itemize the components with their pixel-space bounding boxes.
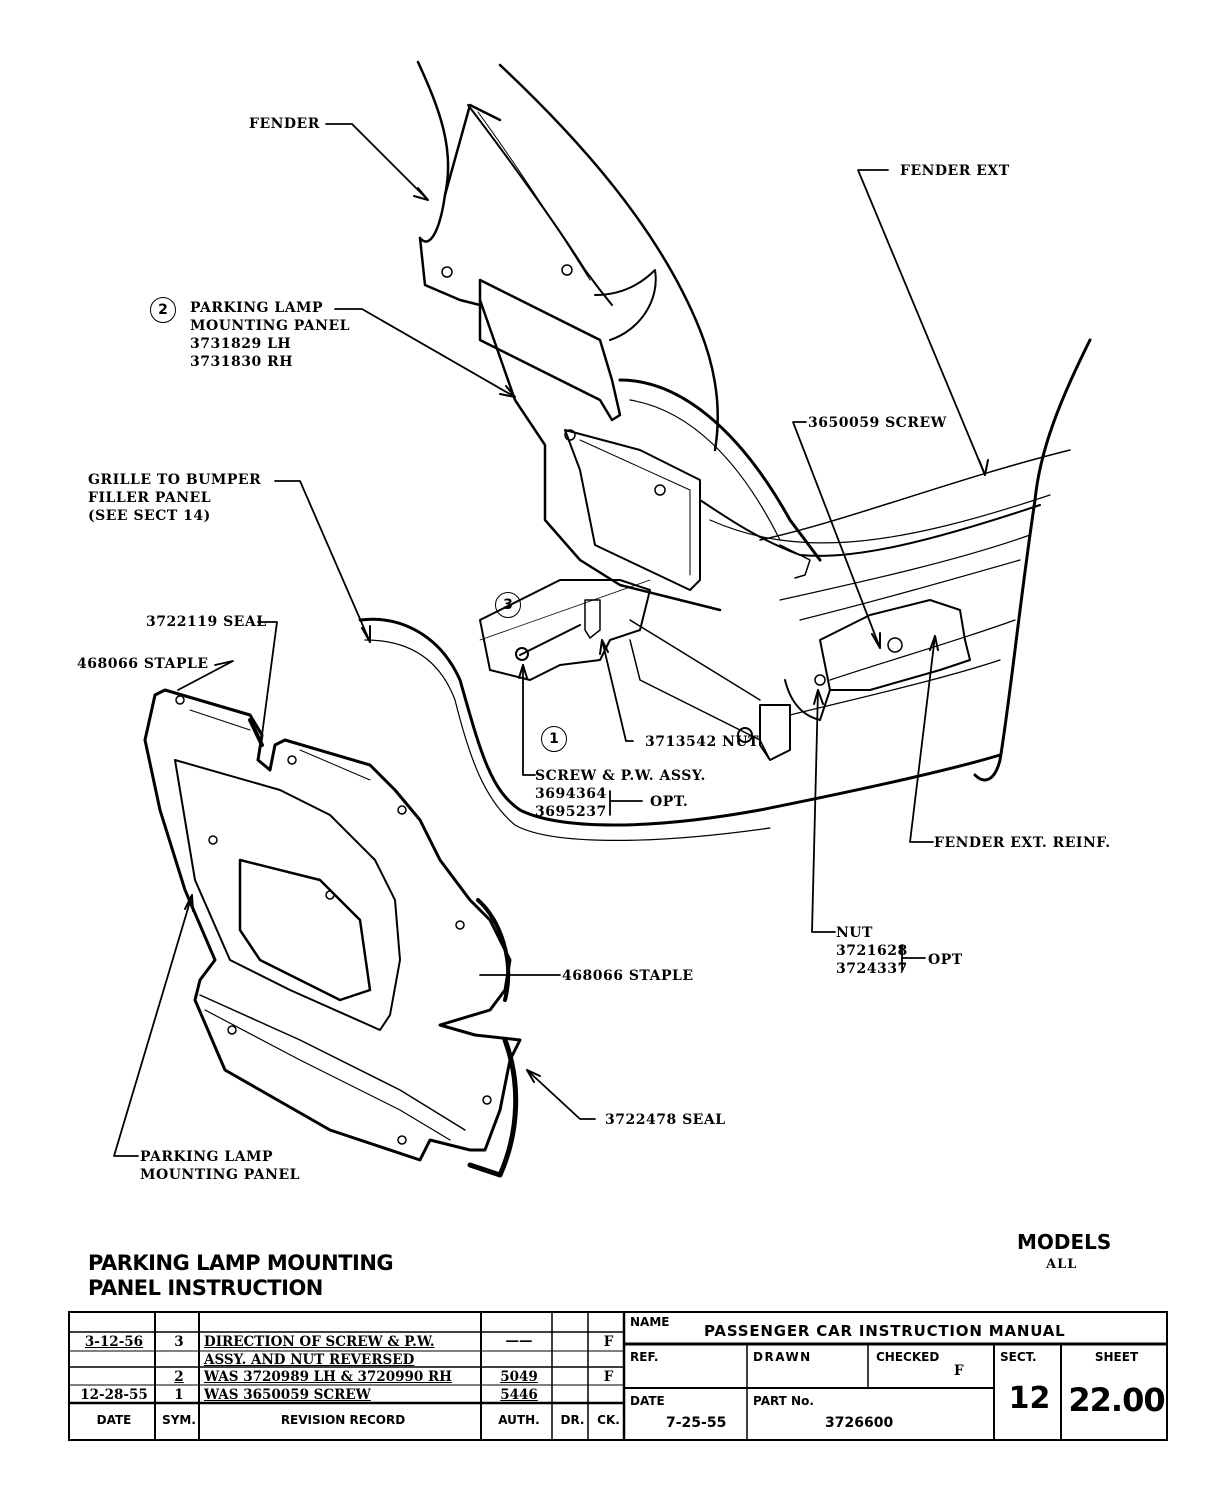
callout-line: PARKING LAMP [190, 300, 324, 316]
callout-line: NUT [836, 925, 873, 941]
part-number: 3695237 [535, 804, 607, 820]
callout-staple-lower: 468066 STAPLE [562, 968, 694, 984]
optional-note: OPT [928, 952, 963, 968]
revision-symbol: 2 [174, 1369, 184, 1385]
header-ck: CK. [597, 1413, 620, 1427]
header-sym: SYM. [162, 1413, 196, 1427]
header-revision-record: REVISION RECORD [280, 1413, 406, 1427]
revision-checked: F [603, 1369, 614, 1385]
models-value: ALL [1046, 1257, 1078, 1272]
callout-nut-3713542: 3713542 NUT [645, 734, 759, 750]
lower-mounting-panel [143, 688, 522, 1178]
revision-auth: —— [505, 1333, 533, 1349]
callout-fender-ext-reinf: FENDER EXT. REINF. [934, 835, 1111, 851]
callout-screw-3650059: 3650059 SCREW [808, 415, 947, 431]
revision-symbol: 1 [174, 1387, 184, 1403]
date-label: DATE [630, 1394, 665, 1408]
ref-number-2: 2 [150, 297, 176, 323]
revision-text: ASSY. AND NUT REVERSED [204, 1352, 415, 1368]
part-number-value: 3726600 [825, 1415, 894, 1431]
ref-number-1: 1 [541, 726, 567, 752]
callout-staple-upper: 468066 STAPLE [77, 656, 209, 672]
checked-value: F [954, 1363, 964, 1379]
date-value: 7-25-55 [666, 1415, 727, 1431]
fender-extension-part [759, 338, 1092, 782]
callout-seal-3722478: 3722478 SEAL [605, 1112, 726, 1128]
fender-part [416, 60, 720, 452]
callout-line: GRILLE TO BUMPER [88, 472, 262, 488]
sheet-label: SHEET [1094, 1350, 1139, 1364]
part-number: 3724337 [836, 961, 908, 977]
revision-auth: 5049 [500, 1369, 538, 1385]
callout-line: FILLER PANEL [88, 490, 212, 506]
revision-text: WAS 3650059 SCREW [204, 1387, 371, 1403]
callout-fender-ext: FENDER EXT [900, 163, 1010, 179]
name-label: NAME [630, 1315, 670, 1329]
callout-line: SCREW & P.W. ASSY. [535, 768, 706, 784]
ref-number-3: 3 [495, 592, 521, 618]
header-dr: DR. [560, 1413, 585, 1427]
name-value: PASSENGER CAR INSTRUCTION MANUAL [704, 1322, 1066, 1340]
checked-label: CHECKED [876, 1350, 940, 1364]
optional-note: OPT. [650, 794, 689, 810]
drawing-title-line2: PANEL INSTRUCTION [88, 1276, 323, 1300]
sheet-value: 22.00 [1068, 1381, 1165, 1419]
drawing-title-line1: PARKING LAMP MOUNTING [88, 1251, 394, 1275]
sect-value: 12 [1008, 1381, 1051, 1416]
title-block: 3-12-56 3 DIRECTION OF SCREW & P.W. —— F… [68, 1311, 1168, 1441]
sect-label: SECT. [1000, 1350, 1037, 1364]
part-number: 3721628 [836, 943, 908, 959]
callout-line: (SEE SECT 14) [88, 508, 211, 524]
callout-line: PARKING LAMP [140, 1149, 274, 1165]
models-label: MODELS [1017, 1230, 1112, 1254]
revision-text: DIRECTION OF SCREW & P.W. [204, 1334, 435, 1350]
callout-line: MOUNTING PANEL [190, 318, 350, 334]
revision-text: WAS 3720989 LH & 3720990 RH [204, 1369, 452, 1385]
revision-date: 12-28-55 [80, 1387, 148, 1403]
drawn-label: DRAWN [753, 1350, 812, 1364]
header-date: DATE [96, 1413, 132, 1427]
callout-line: 3731829 LH [190, 336, 292, 352]
revision-date: 3-12-56 [84, 1334, 144, 1350]
leader-lines [113, 123, 989, 1157]
title-block-grid [68, 1311, 1168, 1441]
grille-filler-panel [358, 579, 1002, 841]
revision-auth: 5446 [500, 1387, 538, 1403]
callout-line: MOUNTING PANEL [140, 1167, 300, 1183]
revision-symbol: 3 [174, 1334, 184, 1350]
callout-fender: FENDER [249, 116, 320, 132]
part-number: 3694364 [535, 786, 607, 802]
callout-line: 3731830 RH [190, 354, 293, 370]
header-auth: AUTH. [498, 1413, 540, 1427]
part-number-label: PART No. [753, 1394, 814, 1408]
revision-checked: F [603, 1334, 614, 1350]
callout-seal-3722119: 3722119 SEAL [146, 614, 267, 630]
ref-label: REF. [630, 1350, 659, 1364]
upper-mounting-panel [478, 278, 1051, 612]
